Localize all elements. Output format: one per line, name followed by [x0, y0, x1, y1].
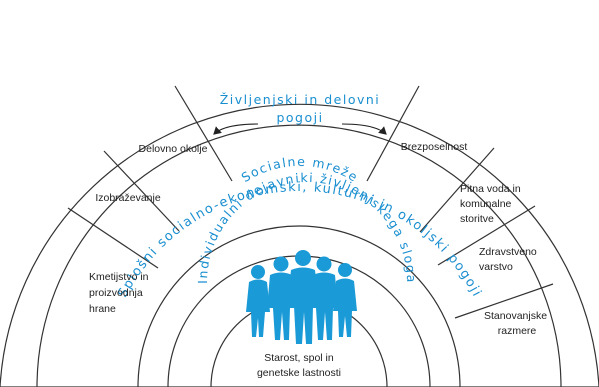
segment-pitna-voda: Pitna voda in komunalne storitve [460, 183, 524, 225]
segment-divider [103, 150, 180, 232]
segment-brezposelnost: Brezposelnost [401, 141, 468, 153]
segment-kmetijstvo: Kmetijstvo in proizvodnja hrane [89, 271, 151, 315]
segment-izobrazevanje: Izobraževanje [95, 192, 161, 204]
core-label-line1: Starost, spol in [264, 352, 334, 364]
segment-divider [454, 283, 554, 319]
segment-divider [366, 85, 420, 182]
segment-delovno-okolje: Delovno okolje [139, 143, 208, 155]
group-of-people-icon [246, 250, 357, 344]
core-label-line2: genetske lastnosti [257, 367, 341, 379]
double-headed-curved-arrow-icon [213, 123, 259, 135]
segment-stanovanjske: Stanovanjske razmere [484, 310, 550, 337]
segment-divider [67, 207, 159, 269]
living-conditions-title-line2: pogoji [276, 110, 323, 125]
segment-divider [174, 85, 233, 182]
segment-zdravstveno: Zdravstveno varstvo [479, 246, 540, 273]
segment-divider [419, 147, 495, 233]
segment-divider [437, 205, 536, 266]
double-headed-curved-arrow-icon [341, 123, 387, 135]
living-conditions-title: Življenjski in delovni [220, 92, 381, 107]
